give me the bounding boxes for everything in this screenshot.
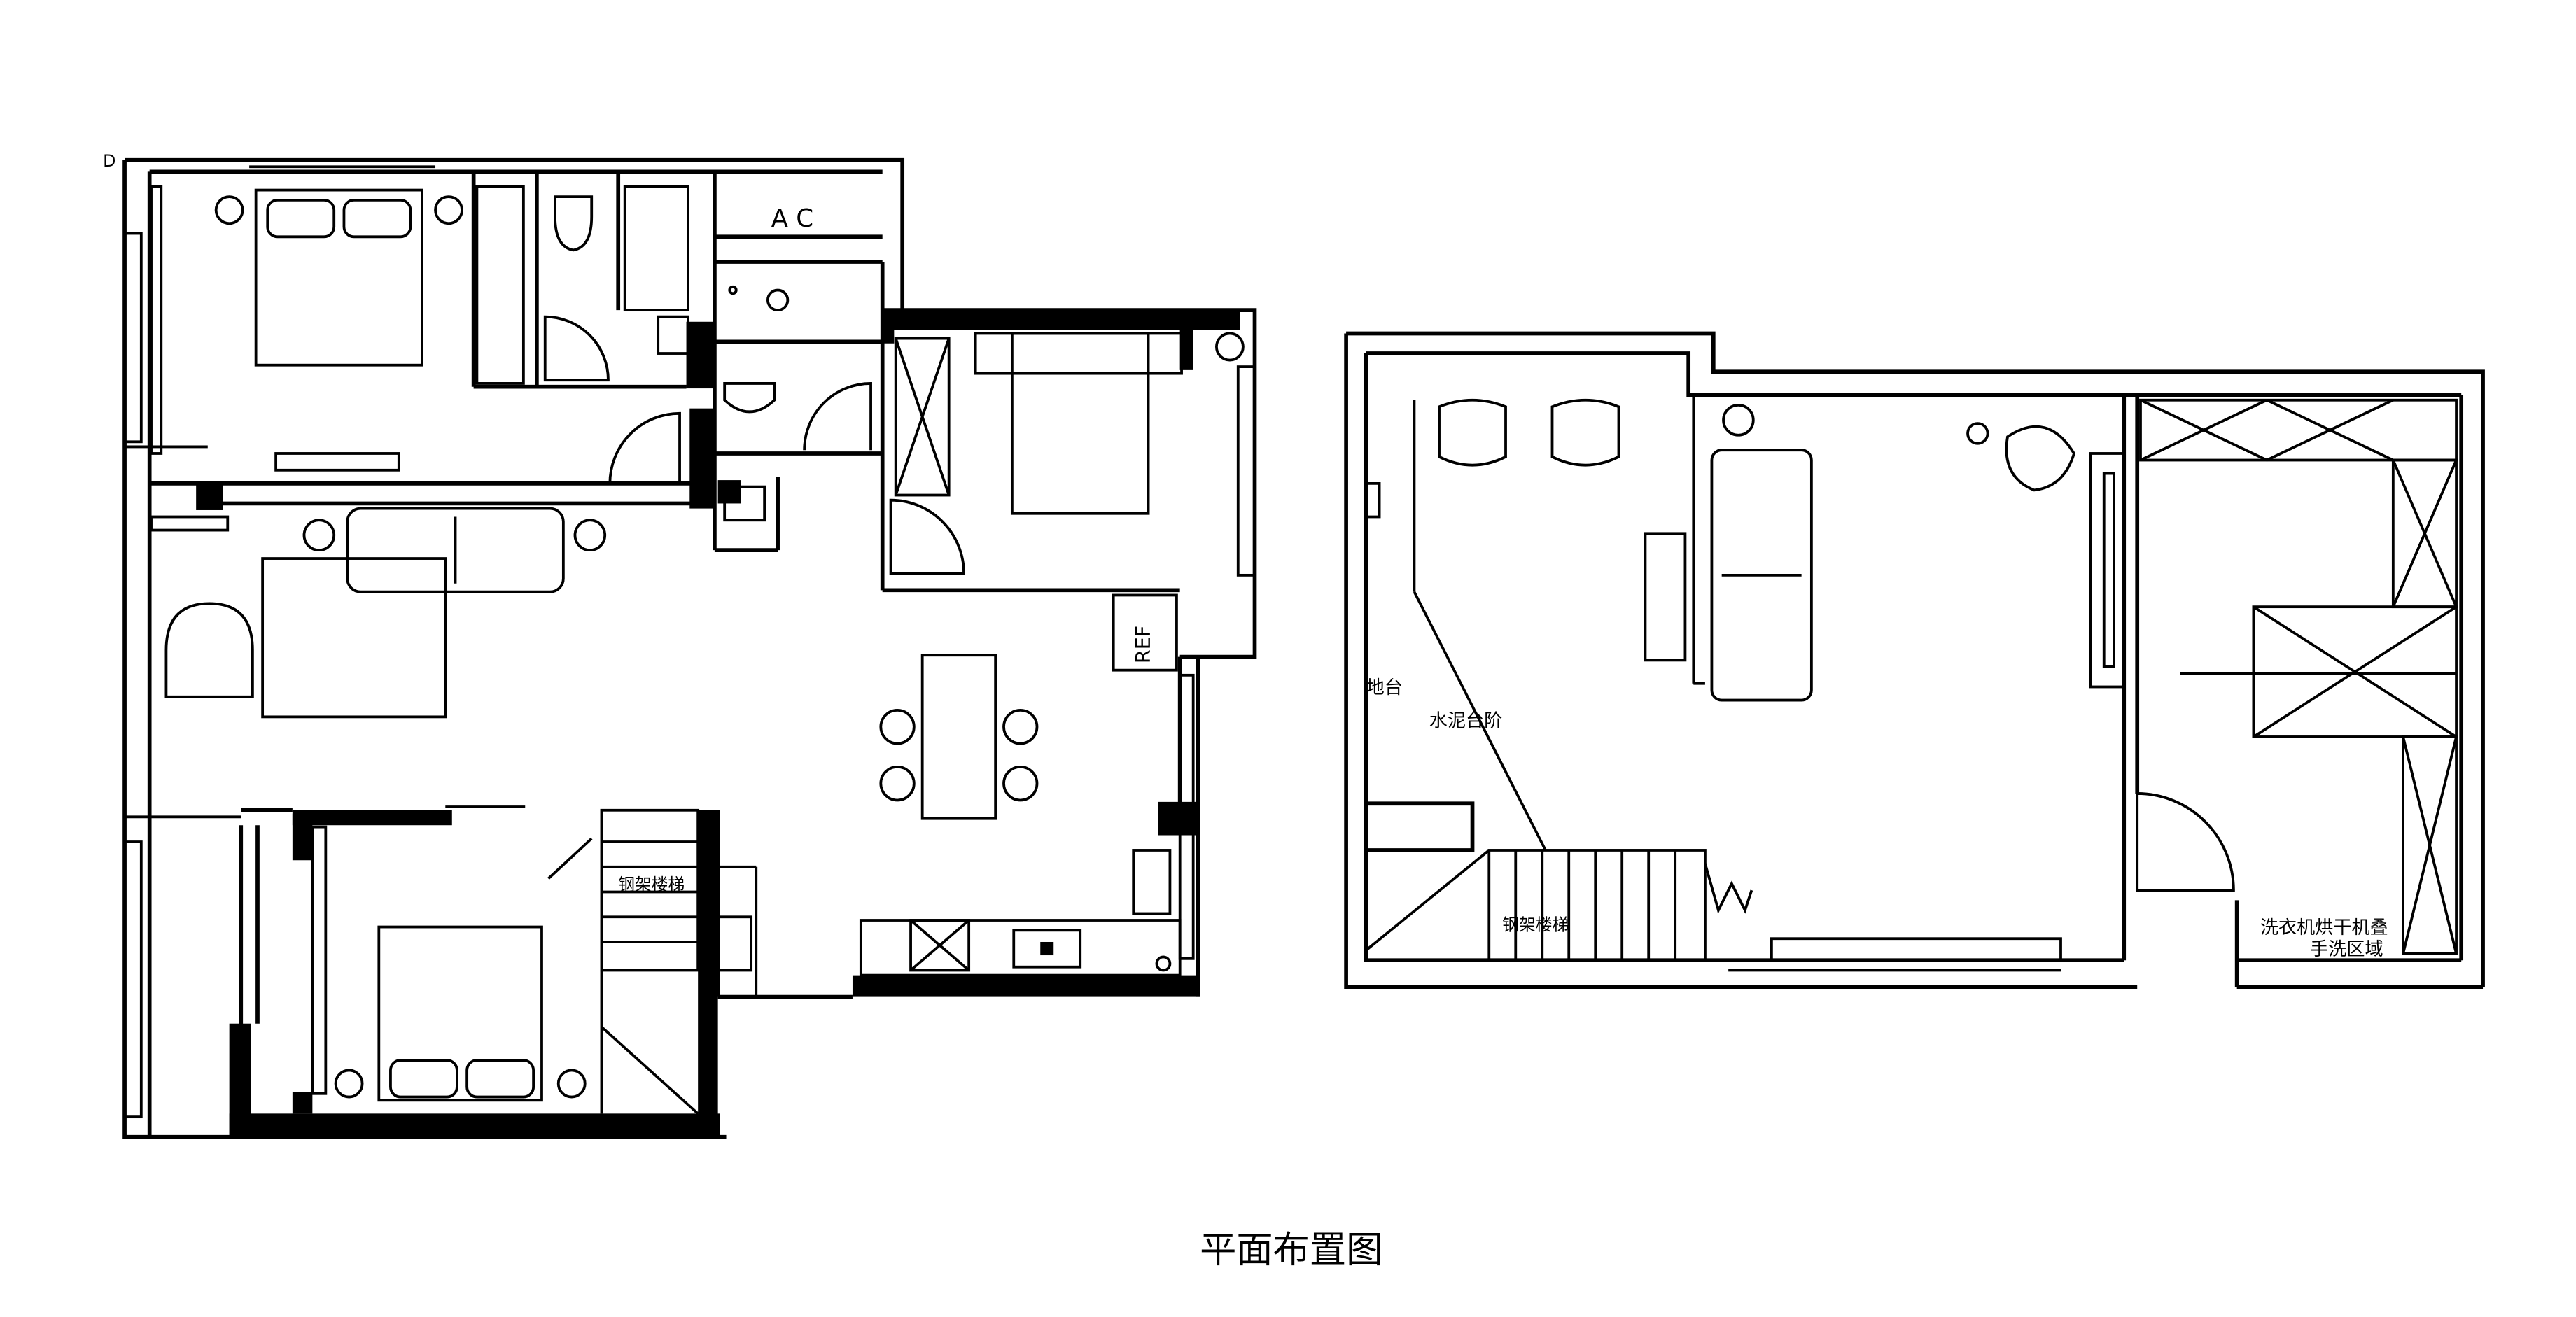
laundry-label-1: 洗衣机烘干机叠 [2260, 917, 2388, 938]
solid-walls [196, 310, 1240, 1137]
upper-stair [1488, 849, 2062, 972]
doors [445, 315, 965, 808]
bedroom-right [894, 332, 1245, 515]
upper-floor-plan [1344, 331, 2485, 989]
bathroom-fixtures [554, 185, 790, 522]
corner-mark: D [103, 151, 115, 171]
dining-area [879, 593, 1178, 820]
interior-partitions [149, 171, 1180, 1137]
living-room [150, 507, 607, 719]
upper-partitions [1365, 395, 1705, 952]
laundry-wardrobes [2136, 398, 2458, 955]
lower-stair-label: 钢架楼梯 [618, 875, 685, 894]
drawing-title: 平面布置图 [1200, 1228, 1382, 1271]
upper-stair-label: 钢架楼梯 [1502, 915, 1569, 934]
lower-stair [547, 808, 753, 1115]
platform-label: 地台 [1366, 677, 1403, 698]
windows [123, 165, 1256, 1119]
kitchen [859, 849, 1182, 977]
upper-furniture [1438, 398, 2126, 702]
bedroom-top-left [150, 185, 525, 455]
laundry-label-2: 手洗区域 [2310, 939, 2383, 960]
lower-floor-plan [122, 157, 1257, 1139]
ref-label: REF [1132, 626, 1155, 663]
ac-label: A C [771, 204, 814, 233]
bedroom-bottom [311, 825, 587, 1102]
cement-steps-label: 水泥台阶 [1429, 711, 1502, 732]
